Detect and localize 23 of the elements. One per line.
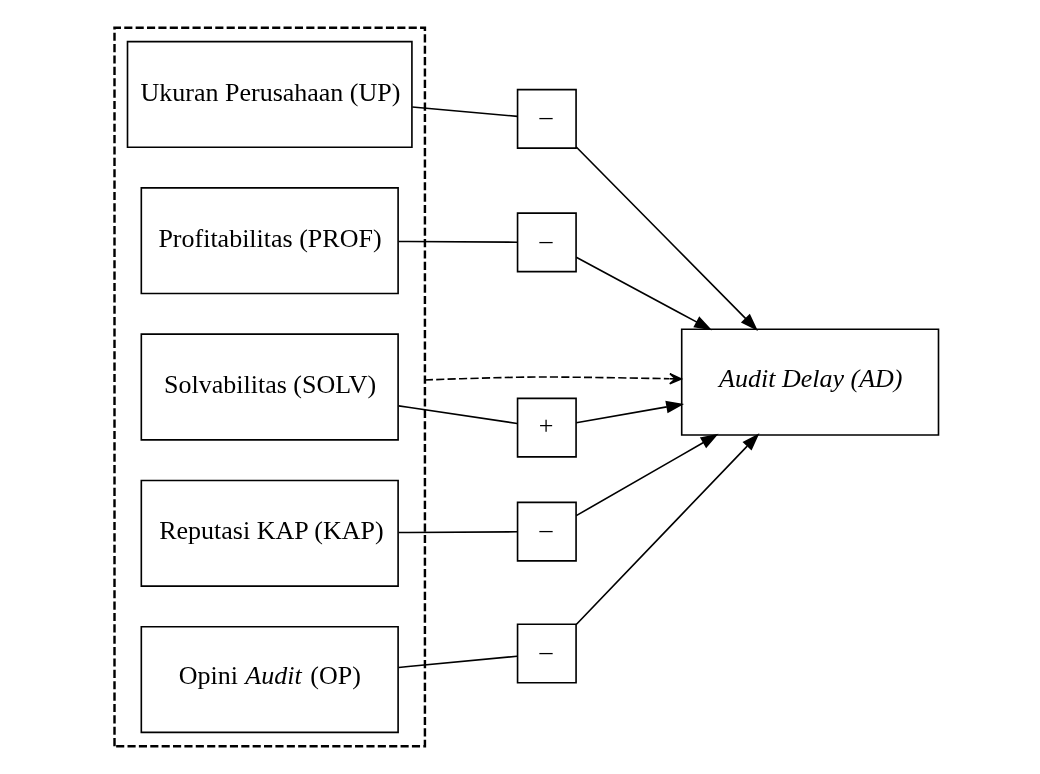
node-box: Solvabilitas (SOLV) bbox=[140, 333, 399, 441]
connector bbox=[397, 405, 518, 425]
node-box: Profitabilitas (PROF) bbox=[140, 187, 399, 295]
cluster bbox=[113, 26, 427, 748]
arrow bbox=[575, 256, 713, 331]
node-box: Reputasi KAP (KAP) bbox=[140, 479, 399, 587]
node-box: Opini Audit (OP) bbox=[140, 625, 399, 734]
arrow bbox=[575, 146, 758, 331]
node-box: Audit Delay (AD) bbox=[680, 328, 940, 436]
connector bbox=[397, 240, 518, 243]
node-box: + bbox=[516, 397, 577, 458]
connector bbox=[411, 106, 519, 118]
arrow bbox=[424, 372, 683, 385]
connector bbox=[397, 531, 518, 534]
arrow bbox=[575, 433, 719, 517]
node-box: – bbox=[516, 212, 577, 273]
node-box: – bbox=[516, 88, 577, 149]
node-box: Ukuran Perusahaan (UP) bbox=[126, 40, 413, 149]
node-box: – bbox=[516, 623, 577, 684]
arrow bbox=[575, 433, 760, 626]
node-box: – bbox=[516, 501, 577, 562]
arrow bbox=[575, 400, 685, 424]
connector bbox=[397, 655, 518, 669]
